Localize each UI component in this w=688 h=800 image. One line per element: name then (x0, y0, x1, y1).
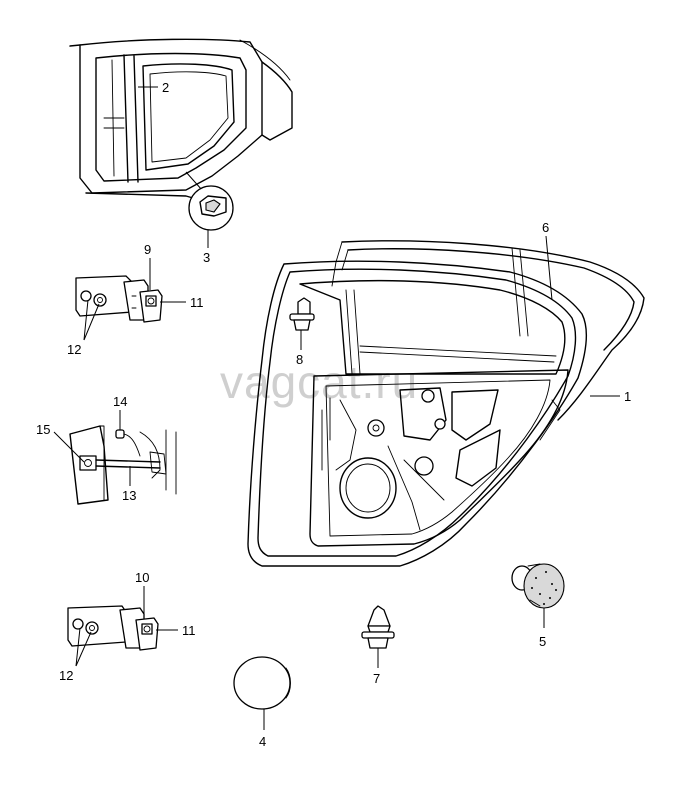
round-cap-part (233, 656, 291, 710)
callout-11b: 11 (182, 623, 196, 638)
rubber-stopper-part (511, 563, 565, 609)
callout-8: 8 (296, 352, 303, 367)
callout-3: 3 (203, 250, 210, 265)
callout-5: 5 (539, 634, 546, 649)
door-check-strap-part (69, 425, 177, 505)
callout-12b: 12 (59, 668, 73, 683)
door-opening-frame-part (69, 38, 293, 201)
callout-10: 10 (135, 570, 149, 585)
callout-1: 1 (624, 389, 631, 404)
callout-6: 6 (542, 220, 549, 235)
watermark-text: vagcat.ru (220, 356, 418, 408)
callout-14: 14 (113, 394, 127, 409)
callout-4: 4 (259, 734, 266, 749)
retaining-clip-part (289, 297, 315, 331)
callout-11a: 11 (190, 295, 204, 310)
rear-door-part (247, 260, 587, 567)
door-seal-part (331, 240, 645, 421)
upper-hinge-part (75, 275, 163, 323)
seal-detail-part (185, 171, 234, 231)
callout-2: 2 (162, 80, 169, 95)
callout-9: 9 (144, 242, 151, 257)
callout-7: 7 (373, 671, 380, 686)
lower-hinge-part (67, 605, 159, 651)
expansion-clip-part (361, 605, 395, 649)
callout-13: 13 (122, 488, 136, 503)
callout-15: 15 (36, 422, 50, 437)
callout-12a: 12 (67, 342, 81, 357)
